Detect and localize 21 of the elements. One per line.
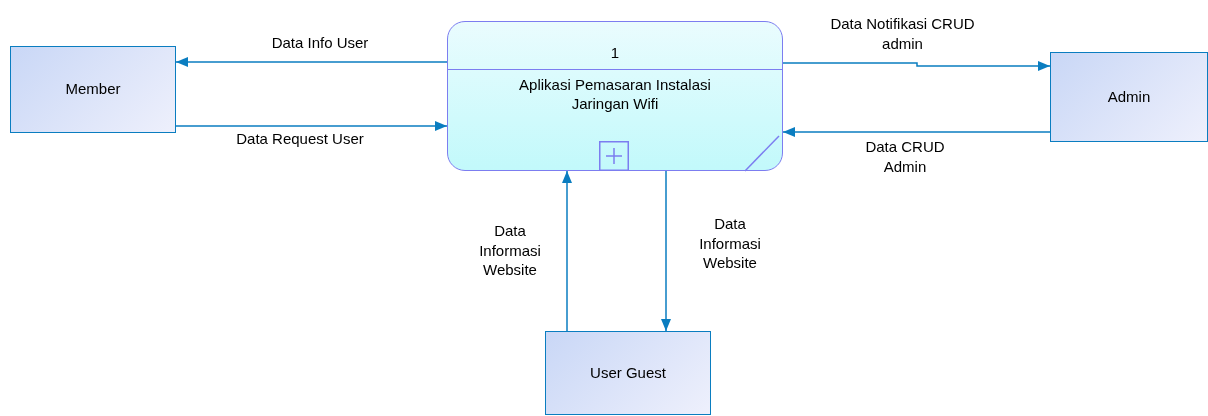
data-flow-arrow (782, 127, 1051, 137)
process-number: 1 (610, 44, 620, 63)
process-box (447, 21, 783, 171)
process-name: Aplikasi Pemasaran Instalasi Jaringan Wifi (518, 76, 712, 114)
entity-name: Admin (1107, 87, 1151, 107)
external-entity-box (545, 331, 711, 415)
data-flow-arrow (782, 61, 1051, 71)
data-flow-arrow (661, 170, 671, 332)
entity-name: Member (65, 80, 121, 99)
data-flow-arrow (175, 57, 448, 67)
data-flow-arrow (562, 170, 572, 332)
edge-label: Data Notifikasi CRUD admin (829, 14, 976, 53)
external-entity-box (10, 46, 176, 133)
entity-name: User Guest (590, 363, 666, 383)
data-flow-arrow (175, 121, 448, 131)
edge-label: Data Request User (235, 129, 365, 149)
edge-label: Data Info User (270, 33, 370, 53)
edge-label: Data CRUD Admin (864, 137, 946, 176)
edge-label: Data Informasi Website (478, 221, 542, 280)
edge-label: Data Informasi Website (698, 214, 762, 273)
external-entity-box (1050, 52, 1208, 142)
